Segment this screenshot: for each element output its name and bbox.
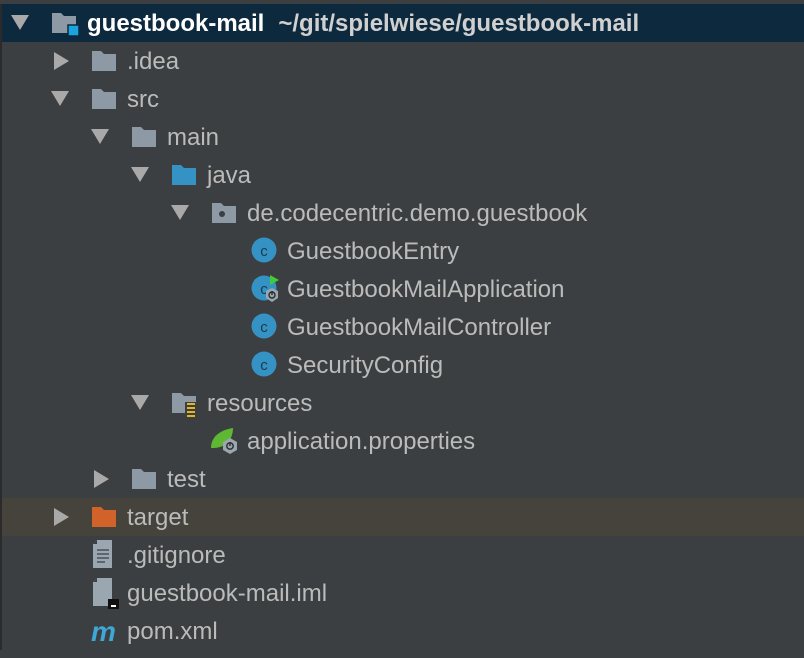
tree-item-label: de.codecentric.demo.guestbook — [247, 200, 588, 227]
svg-text:c: c — [260, 281, 268, 298]
tree-item-text: guestbook-mail ~/git/spielwiese/guestbook… — [87, 10, 639, 38]
tree-item-application-properties[interactable]: application.properties — [2, 422, 804, 460]
class-icon: c — [251, 351, 277, 377]
expand-arrow-right-icon[interactable] — [54, 52, 69, 70]
tree-item-text: target — [127, 504, 188, 532]
spring-boot-class-icon: c — [251, 275, 279, 302]
class-icon: c — [251, 237, 277, 263]
expand-arrow-down-icon[interactable] — [131, 167, 149, 182]
tree-item-java[interactable]: java — [2, 156, 804, 194]
resources-folder-icon — [171, 391, 197, 417]
tree-item-text: main — [167, 124, 219, 152]
tree-item-de-codecentric-demo-guestbook[interactable]: de.codecentric.demo.guestbook — [2, 194, 804, 232]
expand-arrow-down-icon[interactable] — [91, 129, 109, 144]
tree-item-label: guestbook-mail.iml — [127, 580, 328, 607]
source-folder-icon — [171, 163, 197, 187]
tree-item-text: GuestbookEntry — [287, 238, 459, 266]
project-tree[interactable]: guestbook-mail ~/git/spielwiese/guestbook… — [0, 4, 804, 650]
expand-arrow-down-icon[interactable] — [171, 205, 189, 220]
project-path: ~/git/spielwiese/guestbook-mail — [278, 10, 640, 37]
tree-item-label: GuestbookMailApplication — [287, 276, 565, 303]
tree-item-label: target — [127, 504, 189, 531]
tree-item-label: src — [127, 86, 159, 113]
svg-text:c: c — [260, 357, 268, 374]
tree-item-text: application.properties — [247, 428, 475, 456]
text-file-icon — [91, 539, 117, 568]
tree-item-text: .idea — [127, 48, 179, 76]
class-icon: c — [251, 313, 277, 339]
tree-item-target[interactable]: target — [2, 498, 804, 536]
tree-item-resources[interactable]: resources — [2, 384, 804, 422]
maven-icon: m — [91, 616, 117, 647]
tree-item-label: .gitignore — [127, 542, 226, 569]
tree-item-text: .gitignore — [127, 542, 226, 570]
tree-item-text: guestbook-mail.iml — [127, 580, 327, 608]
tree-item-text: pom.xml — [127, 618, 218, 646]
tree-item-text: GuestbookMailApplication — [287, 276, 565, 304]
svg-text:c: c — [260, 319, 268, 336]
tree-item-text: GuestbookMailController — [287, 314, 551, 342]
tree-item-text: test — [167, 466, 206, 494]
tree-item-test[interactable]: test — [2, 460, 804, 498]
module-folder-icon — [51, 11, 80, 37]
folder-icon — [91, 49, 117, 73]
tree-item-label: GuestbookEntry — [287, 238, 460, 265]
folder-icon — [131, 467, 157, 491]
excluded-folder-icon — [91, 505, 117, 529]
expand-arrow-down-icon[interactable] — [131, 395, 149, 410]
package-icon — [211, 201, 237, 225]
tree-item-src[interactable]: src — [2, 80, 804, 118]
tree-item-label: main — [167, 124, 220, 151]
tree-item-text: de.codecentric.demo.guestbook — [247, 200, 587, 228]
tree-item-label: guestbook-mail — [87, 10, 265, 37]
tree-item-guestbookmailapplication[interactable]: c GuestbookMailApplication — [2, 270, 804, 308]
expand-arrow-down-icon[interactable] — [11, 15, 29, 30]
tree-bottom-edge — [0, 654, 804, 658]
tree-item-label: test — [167, 466, 206, 493]
tree-item-guestbookentry[interactable]: c GuestbookEntry — [2, 232, 804, 270]
svg-text:m: m — [91, 619, 116, 645]
tree-item-guestbook-mail-iml[interactable]: guestbook-mail.iml — [2, 574, 804, 612]
tree-item-text: java — [207, 162, 251, 190]
folder-icon — [91, 87, 117, 111]
tree-item-pom-xml[interactable]: m pom.xml — [2, 612, 804, 650]
tree-item-label: pom.xml — [127, 618, 218, 645]
tree-item-guestbook-mail[interactable]: guestbook-mail ~/git/spielwiese/guestbook… — [2, 4, 804, 42]
tree-item-securityconfig[interactable]: c SecurityConfig — [2, 346, 804, 384]
tree-item-idea[interactable]: .idea — [2, 42, 804, 80]
tree-item-text: SecurityConfig — [287, 352, 443, 380]
iml-file-icon — [91, 577, 119, 609]
svg-text:c: c — [260, 243, 268, 260]
tree-item-guestbookmailcontroller[interactable]: c GuestbookMailController — [2, 308, 804, 346]
tree-item-label: java — [207, 162, 252, 189]
expand-arrow-right-icon[interactable] — [94, 470, 109, 488]
tree-item-label: .idea — [127, 48, 180, 75]
tree-item-label: application.properties — [247, 428, 476, 455]
tree-item-label: resources — [207, 390, 313, 417]
expand-arrow-down-icon[interactable] — [51, 91, 69, 106]
folder-icon — [131, 125, 157, 149]
tree-item-label: GuestbookMailController — [287, 314, 552, 341]
tree-item-label: SecurityConfig — [287, 352, 444, 379]
tree-item-text: resources — [207, 390, 312, 418]
tree-item-gitignore[interactable]: .gitignore — [2, 536, 804, 574]
expand-arrow-right-icon[interactable] — [54, 508, 69, 526]
tree-item-text: src — [127, 86, 159, 114]
tree-item-main[interactable]: main — [2, 118, 804, 156]
spring-properties-icon — [209, 426, 237, 454]
